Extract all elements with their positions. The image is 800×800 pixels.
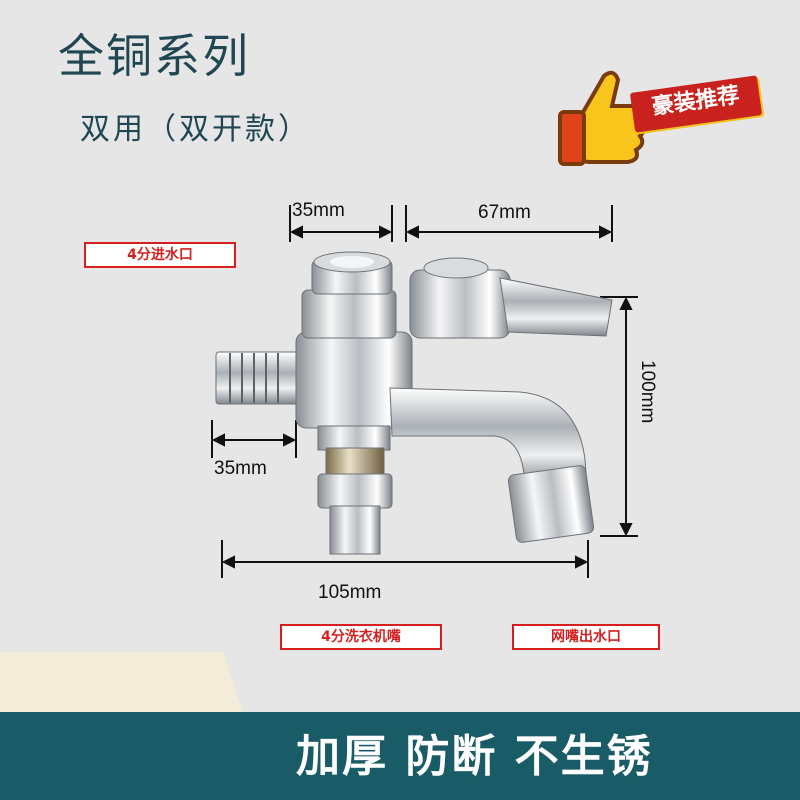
footer-slogan: 加厚 防断 不生锈: [296, 731, 653, 782]
footer-band: [0, 712, 800, 800]
dim-total-width: 105mm: [318, 582, 382, 603]
page-title: 全铜系列: [58, 29, 250, 83]
dim-side: 35mm: [214, 458, 267, 479]
mesh-outlet-label: 网嘴出水口: [512, 624, 660, 650]
dim-top-right: 67mm: [478, 202, 531, 223]
dim-top-left: 35mm: [292, 200, 345, 221]
dim-height: 100mm: [637, 360, 658, 424]
page-subtitle: 双用（双开款）: [80, 112, 311, 147]
inlet-label: 4分进水口: [84, 242, 236, 268]
washer-nozzle-label: 4分洗衣机嘴: [280, 624, 442, 650]
thumbs-up-icon: [558, 70, 647, 166]
